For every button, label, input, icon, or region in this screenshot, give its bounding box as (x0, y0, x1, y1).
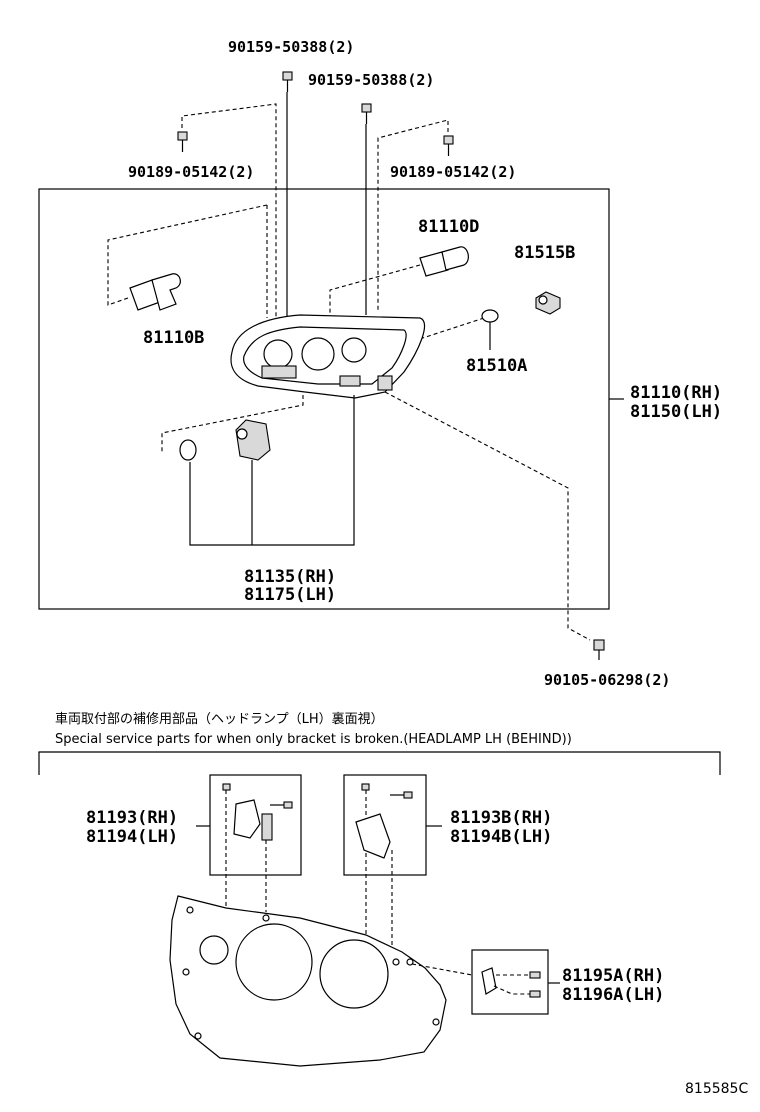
bulb-81515B (535, 291, 561, 315)
screw-90189-05142-left (177, 103, 277, 325)
part-label-90189-05142-b: 90189-05142(2) (390, 163, 516, 181)
part-label-81193-rh: 81193(RH) (86, 808, 178, 828)
part-label-81193B-rh: 81193B(RH) (450, 808, 552, 828)
bracket-81195A-box (471, 949, 549, 1015)
headlamp-body (230, 314, 426, 399)
note-english: Special service parts for when only brac… (55, 732, 572, 747)
cover-81135 (179, 419, 271, 461)
part-label-90189-05142-a: 90189-05142(2) (128, 163, 254, 181)
screw-90105-06298 (593, 639, 605, 660)
part-label-81194-lh: 81194(LH) (86, 827, 178, 847)
part-label-81196A-lh: 81196A(LH) (562, 985, 664, 1005)
screw-90189-05142-right (377, 119, 454, 312)
part-label-81515B: 81515B (514, 243, 575, 263)
part-label-81510A: 81510A (466, 356, 527, 376)
part-label-81110D: 81110D (418, 217, 479, 237)
bracket-81195A (481, 967, 541, 998)
bolt-90159-50388-right (361, 103, 372, 315)
part-label-81194B-lh: 81194B(LH) (450, 827, 552, 847)
part-label-81110-rh: 81110(RH) (630, 383, 722, 403)
part-label-81150-lh: 81150(LH) (630, 402, 722, 422)
bracket-81193B (355, 783, 413, 955)
part-label-90159-50388-a: 90159-50388(2) (228, 38, 354, 56)
bracket-81193B-box (343, 774, 427, 876)
bracket-section-frame (38, 751, 721, 775)
bolt-90159-50388-left (282, 71, 293, 320)
part-label-81110B: 81110B (143, 328, 204, 348)
bracket-81193 (222, 783, 293, 912)
part-label-90159-50388-b: 90159-50388(2) (308, 71, 434, 89)
part-label-81195A-rh: 81195A(RH) (562, 966, 664, 986)
part-label-90105-06298: 90105-06298(2) (544, 671, 670, 689)
bulb-81110B (107, 204, 268, 318)
part-label-81175-lh: 81175(LH) (244, 585, 336, 605)
bracket-81193-box (209, 774, 302, 876)
note-japanese: 車両取付部の補修用部品（ヘッドランプ（LH）裏面視） (55, 712, 384, 727)
headlamp-back-housing (169, 895, 447, 1067)
figure-code: 815585C (685, 1081, 748, 1097)
part-label-81135-rh: 81135(RH) (244, 567, 336, 587)
bulb-81110D (329, 246, 469, 325)
